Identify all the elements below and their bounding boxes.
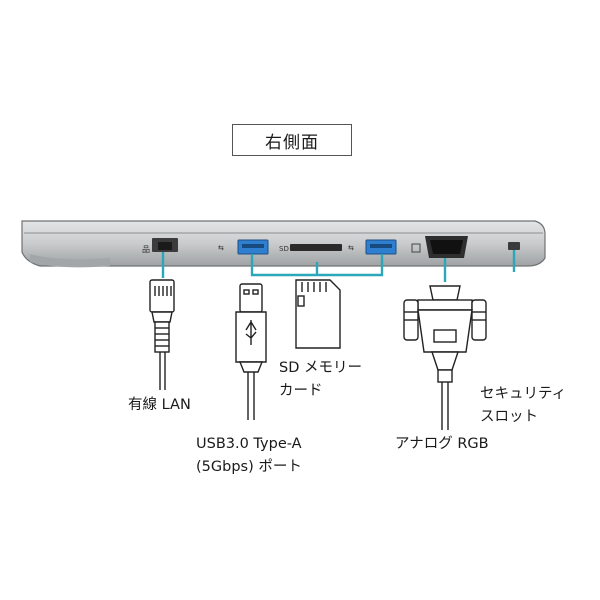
usb-label-line1: USB3.0 Type-A xyxy=(196,436,302,452)
rgb-cable-icon xyxy=(403,285,487,430)
rgb-port-icon xyxy=(411,236,468,258)
security-label-line2: スロット xyxy=(480,409,538,425)
lan-label: 有線 LAN xyxy=(128,397,191,413)
sd-label-line2: カード xyxy=(279,383,323,399)
rgb-label: アナログ RGB xyxy=(395,436,489,452)
callout-lines xyxy=(161,250,516,282)
svg-text:SD: SD xyxy=(279,245,289,253)
security-label-line1: セキュリティ xyxy=(480,386,567,402)
svg-text:品: 品 xyxy=(142,245,150,254)
laptop-chassis xyxy=(21,220,546,268)
svg-text:⇆: ⇆ xyxy=(348,244,354,252)
lan-port-icon: 品 xyxy=(142,238,178,254)
svg-text:⇆: ⇆ xyxy=(218,244,224,252)
sd-slot-icon: SD xyxy=(279,244,342,253)
sd-label-line1: SD メモリー xyxy=(279,360,362,376)
security-slot-icon xyxy=(508,242,520,250)
sd-card-icon xyxy=(295,279,341,349)
lan-cable-icon xyxy=(149,279,175,390)
section-title: 右側面 xyxy=(232,124,352,156)
usb-cable-icon xyxy=(235,283,267,420)
usb-label-line2: (5Gbps) ポート xyxy=(196,459,302,475)
